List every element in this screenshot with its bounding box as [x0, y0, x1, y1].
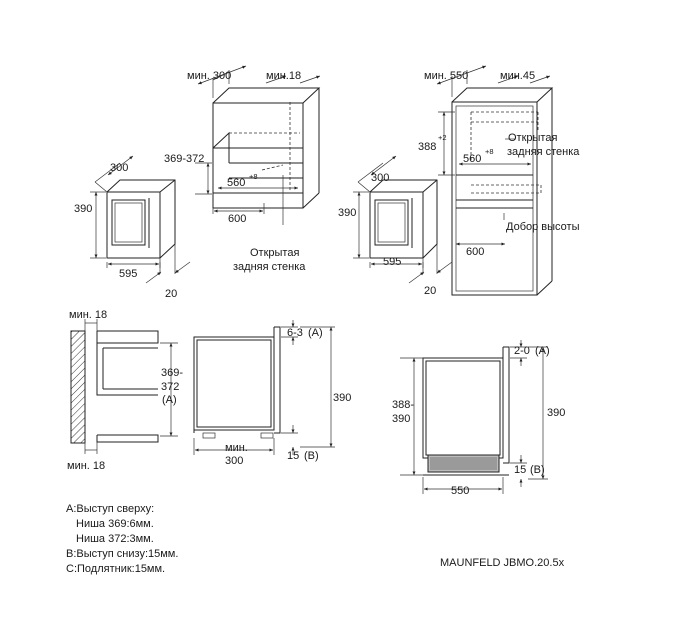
sv2-width-550: 550	[451, 485, 469, 497]
sv2-niche-388: 388-	[392, 399, 414, 411]
sv1-niche-372: 372	[161, 381, 179, 393]
sv1-bottom-b: (B)	[304, 450, 319, 462]
tall-open-back-line2: задняя стенка	[507, 146, 580, 158]
wall-gap-20-label: 20	[165, 288, 177, 300]
tall-width-560-label: 560	[463, 153, 481, 165]
sv1-niche-369: 369-	[161, 367, 183, 379]
wall-cabinet-front	[212, 102, 304, 209]
wall-height-390-label: 390	[74, 203, 92, 215]
wall-cabinet-top	[212, 87, 321, 104]
tall-h-388-label: 388	[418, 141, 436, 153]
sv1-min-18-top: мин. 18	[69, 309, 107, 321]
wall-width-595-label: 595	[119, 268, 137, 280]
wall-open-back-line1: Открытая	[250, 247, 299, 259]
microwave-left	[106, 179, 176, 259]
sv2-niche-390: 390	[392, 413, 410, 425]
note-line-5: C:Подлятник:15мм.	[66, 563, 166, 575]
microwave-right	[369, 179, 438, 259]
sv1-min-18-bottom: мин. 18	[67, 460, 105, 472]
tall-gap-20-label: 20	[424, 285, 436, 297]
wall-niche-height-label: 369-372	[164, 153, 204, 165]
tall-open-back-line1: Открытая	[508, 132, 557, 144]
wall-width-600-label: 600	[228, 213, 246, 225]
sv1-top-a: (A)	[308, 327, 323, 339]
wall-open-back-line2: задняя стенка	[233, 261, 306, 273]
sv1-min-300: 300	[225, 455, 243, 467]
tall-min-550-label: мин. 550	[424, 70, 468, 82]
section-view-2: 388- 390 2-0 (A) 390 15 (B) 550	[392, 340, 565, 497]
sv2-bottom-15: 15	[514, 464, 526, 476]
tall-cabinet-drawing: мин. 550 мин.45 388 +2 560 +8 Открытая з…	[338, 65, 580, 297]
wall-width-560-tol: +8	[249, 172, 258, 181]
wall-depth-300-label: 300	[110, 162, 128, 174]
tall-h-388-tol: +2	[438, 133, 447, 142]
tall-min-45-label: мин.45	[500, 70, 535, 82]
wall-width-560-label: 560	[227, 177, 245, 189]
notes-block: A:Выступ сверху: Ниша 369:6мм. Ниша 372:…	[66, 502, 178, 577]
sv1-height-390: 390	[333, 392, 351, 404]
sv1-niche-a: (A)	[162, 394, 177, 406]
note-line-3: Ниша 372:3мм.	[76, 533, 154, 545]
tall-height-390-label: 390	[338, 207, 356, 219]
sv1-min-label: мин.	[225, 442, 248, 454]
sv2-top-gap: 2-0	[514, 345, 530, 357]
model-name: MAUNFELD JBMO.20.5x	[440, 557, 565, 569]
note-line-1: A:Выступ сверху:	[66, 503, 155, 515]
section-view-1: мин. 18 мин. 18 369- 372 (A) 6-3 (A) 390	[67, 309, 351, 472]
sv2-bottom-b: (B)	[530, 464, 545, 476]
wall-cabinet-drawing: мин. 300 мин.18 369-372 560 +8 600 Откры…	[74, 65, 321, 300]
note-line-2: Ниша 369:6мм.	[76, 518, 154, 530]
wall-hatch	[70, 330, 86, 444]
note-line-4: B:Выступ снизу:15мм.	[66, 548, 179, 560]
tall-width-595-label: 595	[383, 256, 401, 268]
tall-width-600-label: 600	[466, 246, 484, 258]
sv1-bottom-15: 15	[287, 450, 299, 462]
wall-min-300-label: мин. 300	[187, 70, 231, 82]
wall-min-18-label: мин.18	[266, 70, 301, 82]
sv2-height-390: 390	[547, 407, 565, 419]
sv1-top-gap: 6-3	[287, 327, 303, 339]
tall-width-560-tol: +8	[485, 147, 494, 156]
tall-height-add-label: Добор высоты	[506, 221, 580, 233]
tall-depth-300-label: 300	[371, 172, 389, 184]
